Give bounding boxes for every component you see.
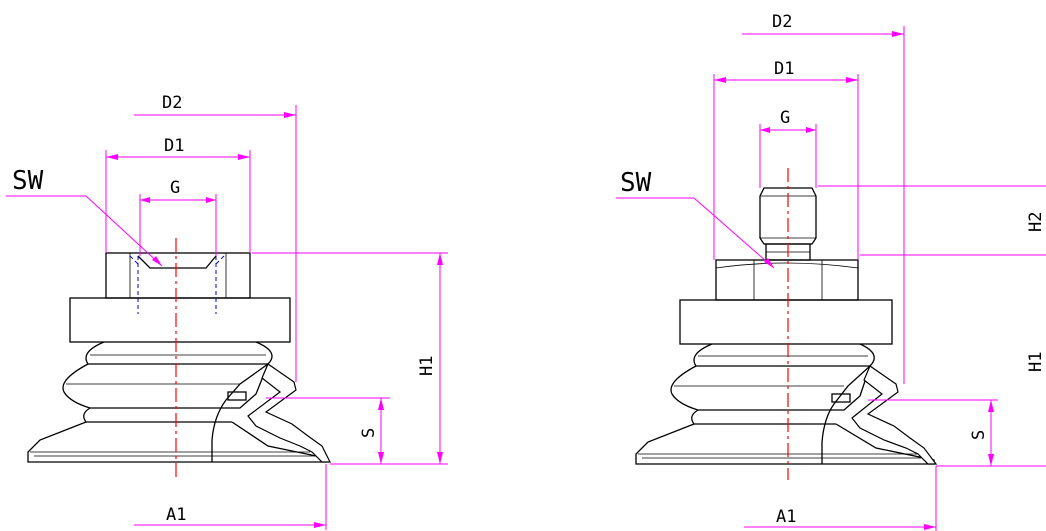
left-h1-label: H1 xyxy=(417,356,437,376)
left-g-dimension: G xyxy=(139,178,217,256)
right-s-label: S xyxy=(969,430,989,440)
right-s-dimension: S xyxy=(868,399,1046,467)
right-view: D2 D1 G SW xyxy=(616,12,1046,531)
right-d1-label: D1 xyxy=(774,59,794,79)
left-d1-label: D1 xyxy=(164,136,184,156)
left-d2-label: D2 xyxy=(162,93,182,113)
left-d2-dimension: D2 xyxy=(134,93,297,382)
right-sw-label: SW xyxy=(620,168,652,198)
left-s-dimension: S xyxy=(266,397,448,465)
right-h2-dimension: H2 xyxy=(818,185,1046,256)
right-g-label: G xyxy=(780,108,790,128)
left-a1-label: A1 xyxy=(166,505,186,525)
right-d2-label: D2 xyxy=(772,12,792,32)
left-d1-dimension: D1 xyxy=(105,136,251,253)
right-g-dimension: G xyxy=(759,108,817,188)
right-sw-leader: SW xyxy=(616,168,775,269)
left-g-label: G xyxy=(170,178,180,198)
right-h1-dimension: H1 xyxy=(1026,352,1046,372)
left-sw-label: SW xyxy=(12,166,44,196)
left-cup-body xyxy=(27,252,331,463)
left-sw-leader: SW xyxy=(6,166,163,267)
right-a1-dimension: A1 xyxy=(744,466,937,531)
right-d1-dimension: D1 xyxy=(713,59,859,260)
right-h1-label: H1 xyxy=(1026,352,1046,372)
left-h1-dimension: H1 xyxy=(252,252,448,464)
right-a1-label: A1 xyxy=(776,507,796,527)
left-a1-dimension: A1 xyxy=(134,464,327,530)
left-s-label: S xyxy=(359,428,379,438)
left-view: D2 D1 G SW xyxy=(6,93,448,530)
right-d2-dimension: D2 xyxy=(742,12,905,384)
right-cup-body xyxy=(635,187,938,465)
right-h2-label: H2 xyxy=(1026,212,1046,232)
